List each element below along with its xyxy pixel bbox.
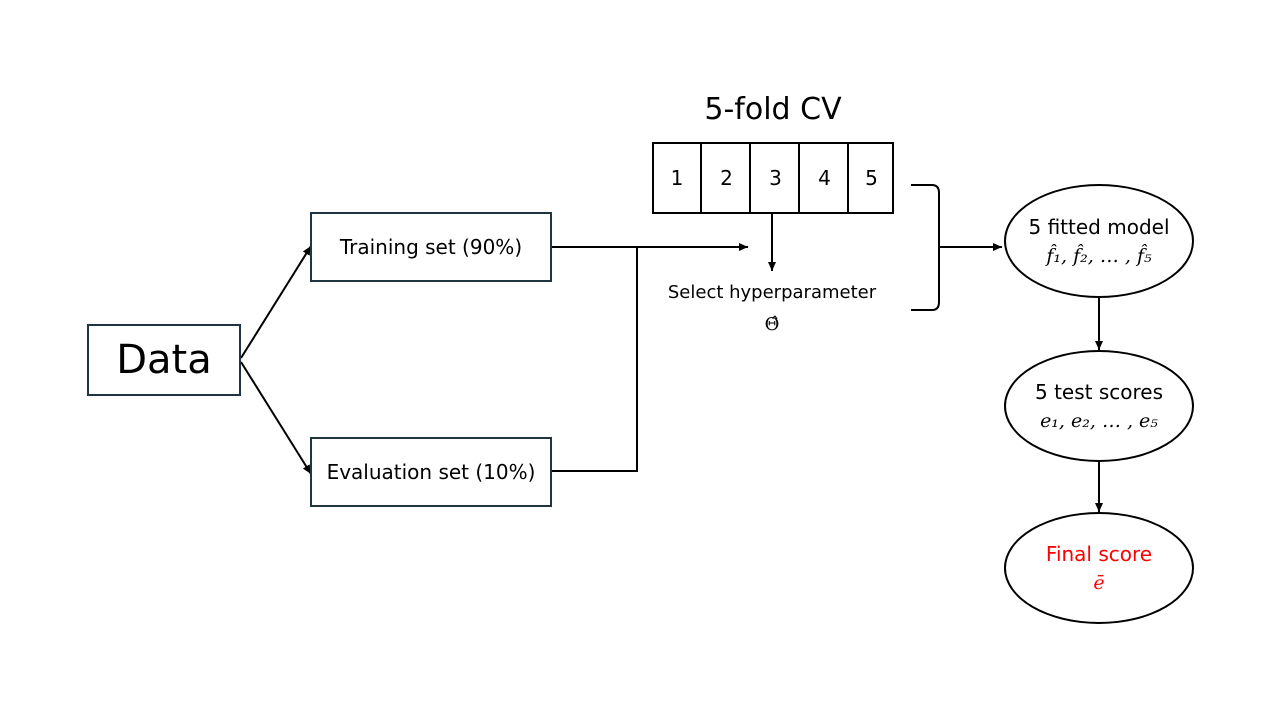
training-set-label: Training set (90%): [339, 235, 523, 259]
fold-cell-2: 2: [700, 144, 751, 212]
fold-cell-4: 4: [798, 144, 849, 212]
final-score-math: ē: [1093, 572, 1105, 594]
fitted-model-label: 5 fitted model: [1028, 215, 1170, 239]
data-label: Data: [116, 337, 212, 383]
theta-hat-symbol: Θ̂: [764, 314, 780, 335]
fold-cell-1: 1: [670, 166, 684, 190]
data-box: Data: [87, 324, 241, 396]
arrow-data-to-evaluation: [240, 361, 312, 475]
line-evaluation-join: [551, 247, 638, 472]
final-score-ellipse: Final score ē: [1004, 512, 1194, 624]
cv-fold-strip: 1 2 3 4 5: [652, 142, 894, 214]
fold-cell-3: 3: [749, 144, 800, 212]
fold-cell-5: 5: [847, 144, 894, 212]
test-scores-label: 5 test scores: [1034, 380, 1163, 404]
final-score-label: Final score: [1045, 542, 1153, 566]
fitted-model-math: f̂₁, f̂₂, … , f̂₅: [1046, 245, 1152, 267]
test-scores-ellipse: 5 test scores e₁, e₂, … , e₅: [1004, 350, 1194, 462]
fitted-model-ellipse: 5 fitted model f̂₁, f̂₂, … , f̂₅: [1004, 184, 1194, 298]
arrow-data-to-training: [240, 245, 312, 359]
evaluation-set-box: Evaluation set (10%): [310, 437, 552, 507]
select-hyperparameter-label: Select hyperparameter: [667, 282, 877, 303]
cv-title: 5-fold CV: [704, 92, 842, 127]
test-scores-math: e₁, e₂, … , e₅: [1040, 410, 1158, 432]
training-set-box: Training set (90%): [310, 212, 552, 282]
bracket: [911, 184, 940, 311]
evaluation-set-label: Evaluation set (10%): [326, 460, 536, 484]
